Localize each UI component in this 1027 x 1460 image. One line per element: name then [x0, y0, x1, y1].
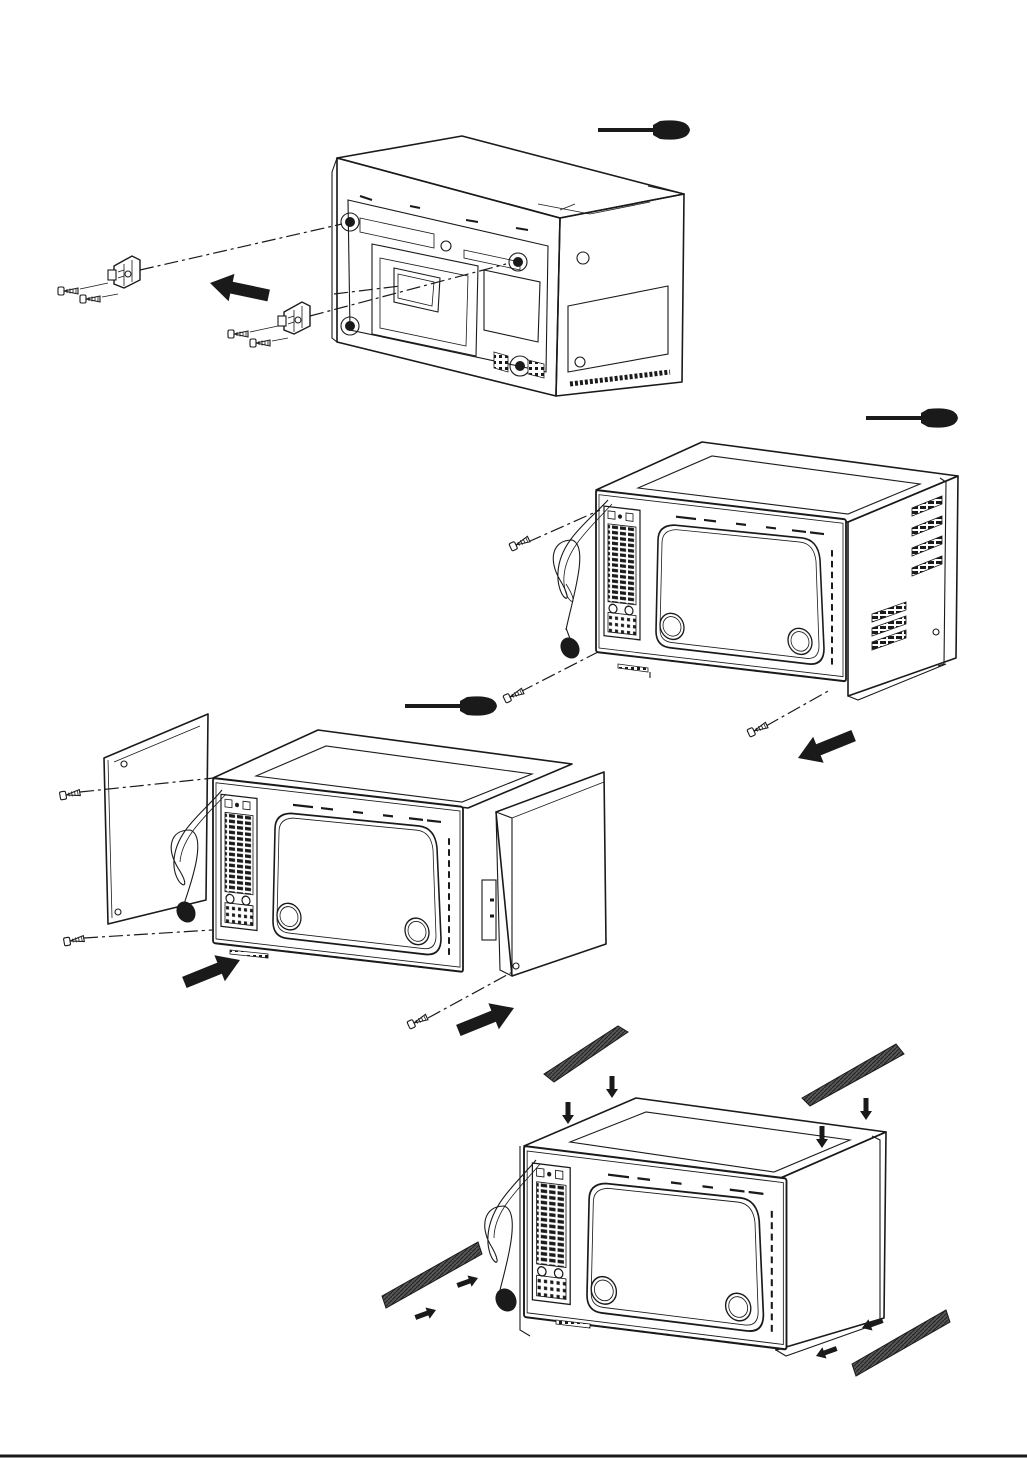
step-2-group	[503, 408, 958, 771]
screwdriver-icon	[598, 120, 690, 139]
trim-strip-top-right	[802, 1044, 904, 1106]
step-4-group	[382, 1026, 950, 1376]
arrow-icon	[179, 947, 519, 1043]
side-panel-right	[482, 772, 606, 976]
trim-strip-bottom-left	[382, 1242, 482, 1308]
trim-strip-top-left	[544, 1026, 628, 1082]
bracket-right	[278, 302, 310, 334]
side-panel-left	[104, 714, 208, 924]
oven-front-frame	[596, 490, 846, 681]
arrow-icon	[207, 269, 272, 309]
bracket-left	[108, 256, 140, 288]
screws	[58, 287, 270, 347]
screwdriver-icon	[405, 696, 497, 715]
arrow-icon	[793, 723, 859, 771]
trim-strip-bottom-right	[852, 1310, 950, 1376]
step-3-group	[59, 696, 606, 1043]
oven-front-frame	[213, 778, 463, 972]
screwdriver-icon	[866, 408, 958, 427]
step-1-group	[58, 120, 690, 396]
oven-front-frame	[524, 1146, 787, 1349]
